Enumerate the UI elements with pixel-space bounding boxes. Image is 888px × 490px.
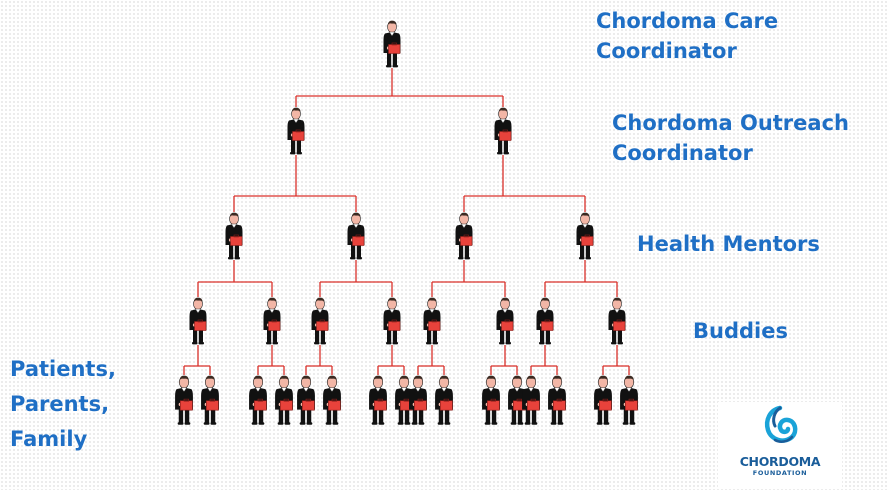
patient-person-icon-7: [368, 375, 388, 426]
patient-person-icon-11: [481, 375, 501, 426]
label-care-coordinator-line2: Coordinator: [596, 39, 737, 63]
label-patients-line3: Family: [10, 427, 88, 451]
label-buddies: Buddies: [693, 316, 788, 346]
buddy-person-icon-7: [536, 297, 554, 345]
patient-person-icon-4: [274, 375, 294, 426]
label-health-mentors-text: Health Mentors: [637, 232, 820, 256]
buddy-person-icon-8: [608, 297, 626, 345]
health-mentor-person-icon-3: [455, 212, 473, 260]
buddy-person-icon-2: [263, 297, 281, 345]
patient-person-icon-2: [200, 375, 220, 426]
label-care-coordinator-line1: Chordoma Care: [596, 9, 779, 33]
outreach-coordinator-person-icon-1: [287, 107, 305, 155]
health-mentor-person-icon-2: [347, 212, 365, 260]
patient-person-icon-3: [248, 375, 268, 426]
patient-person-icon-9: [408, 375, 428, 426]
patient-person-icon-1: [174, 375, 194, 426]
patient-person-icon-10: [434, 375, 454, 426]
buddy-person-icon-3: [311, 297, 329, 345]
label-patients-line1: Patients,: [10, 357, 116, 381]
label-outreach-coordinator: Chordoma Outreach Coordinator: [612, 108, 849, 168]
buddy-person-icon-4: [383, 297, 401, 345]
people-icons: [174, 20, 639, 426]
chordoma-foundation-logo: CHORDOMA FOUNDATION: [718, 402, 842, 488]
patient-person-icon-13: [521, 375, 541, 426]
label-health-mentors: Health Mentors: [637, 229, 820, 259]
logo-wordmark-chordoma: CHORDOMA: [739, 454, 821, 469]
health-mentor-person-icon-4: [576, 212, 594, 260]
label-buddies-text: Buddies: [693, 319, 788, 343]
buddy-person-icon-5: [423, 297, 441, 345]
patient-person-icon-6: [322, 375, 342, 426]
buddy-person-icon-1: [189, 297, 207, 345]
outreach-coordinator-person-icon-2: [494, 107, 512, 155]
patient-person-icon-16: [619, 375, 639, 426]
buddy-person-icon-6: [496, 297, 514, 345]
chordoma-foundation-spiral-icon: [764, 405, 798, 443]
care-coordinator-person-icon-1: [383, 20, 401, 68]
label-outreach-coordinator-line2: Coordinator: [612, 141, 753, 165]
patient-person-icon-5: [296, 375, 316, 426]
label-patients-line2: Parents,: [10, 392, 110, 416]
logo-wordmark-foundation: FOUNDATION: [752, 469, 808, 477]
label-outreach-coordinator-line1: Chordoma Outreach: [612, 111, 849, 135]
health-mentor-person-icon-1: [225, 212, 243, 260]
label-care-coordinator: Chordoma Care Coordinator: [596, 6, 778, 66]
patient-person-icon-15: [593, 375, 613, 426]
connector-lines: [183, 68, 630, 375]
label-patients-parents-family: Patients, Parents, Family: [10, 352, 116, 457]
patient-person-icon-14: [547, 375, 567, 426]
